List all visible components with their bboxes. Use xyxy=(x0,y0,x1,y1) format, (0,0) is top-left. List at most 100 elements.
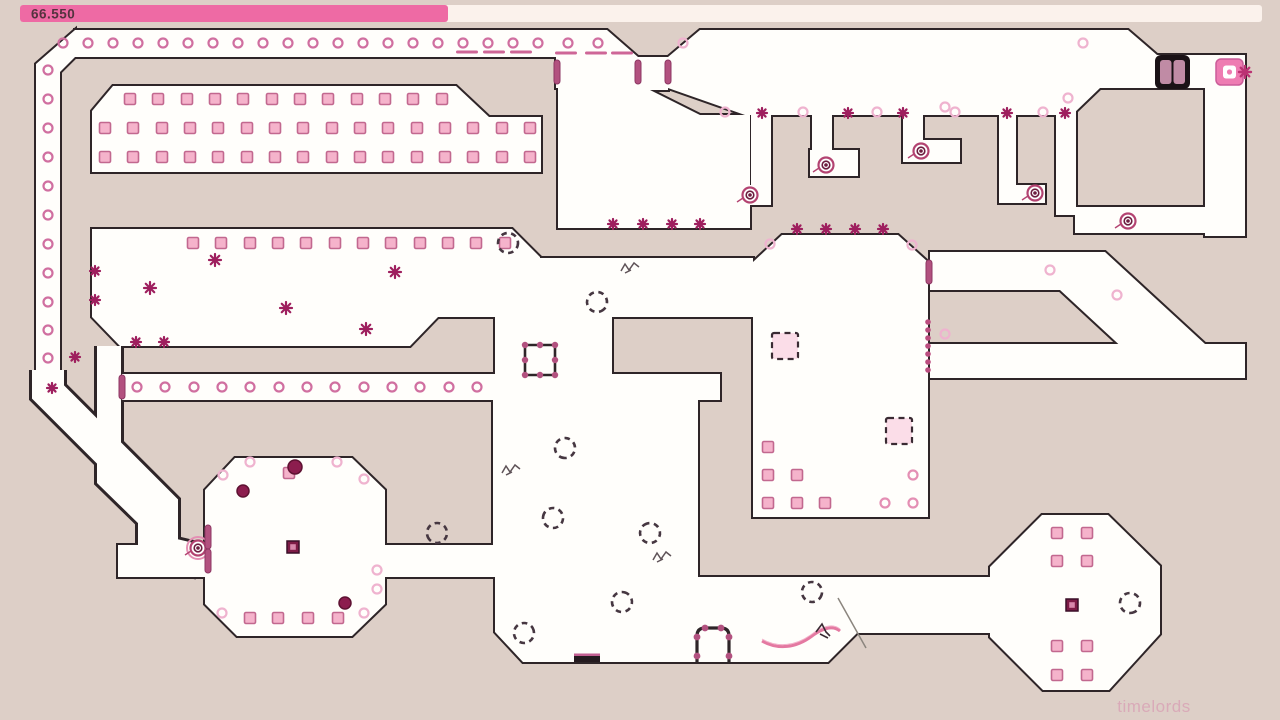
locked-door-dot xyxy=(925,367,931,373)
door-stud xyxy=(693,652,701,660)
door-stud xyxy=(725,652,733,660)
mine-star xyxy=(790,222,804,236)
door-capsule xyxy=(204,524,212,550)
gold-piece xyxy=(268,150,282,164)
door-stud xyxy=(717,624,725,632)
mine-star xyxy=(142,280,158,296)
gold-piece xyxy=(183,150,197,164)
door-stud xyxy=(693,633,701,641)
mine-circle xyxy=(244,456,256,468)
mine-circle xyxy=(1077,37,1089,49)
gold-piece xyxy=(271,236,285,250)
drone-icon xyxy=(512,621,536,645)
mine-circle xyxy=(358,381,370,393)
door-stud xyxy=(536,341,544,349)
debris-line xyxy=(837,597,867,649)
gold-piece xyxy=(123,92,137,106)
ninja-body xyxy=(815,622,831,639)
mine-circle xyxy=(157,37,169,49)
door-capsule xyxy=(634,59,642,85)
gold-piece xyxy=(1080,668,1094,682)
mine-circle xyxy=(562,37,574,49)
mine-star xyxy=(1000,106,1014,120)
gold-piece xyxy=(353,121,367,135)
mine-star xyxy=(819,222,833,236)
mine-circle xyxy=(42,238,54,250)
gold-piece xyxy=(381,150,395,164)
turret-icon xyxy=(184,536,210,560)
gold-piece xyxy=(236,92,250,106)
locked-door-dot xyxy=(925,343,931,349)
mine-circle xyxy=(871,106,883,118)
terrain xyxy=(999,111,1016,203)
gold-piece xyxy=(208,92,222,106)
mine-circle xyxy=(432,37,444,49)
gold-piece xyxy=(301,611,315,625)
mine-circle xyxy=(42,151,54,163)
mine-star xyxy=(636,217,650,231)
mine-circle xyxy=(907,497,919,509)
debris-scribble xyxy=(620,261,640,274)
mine-circle xyxy=(42,209,54,221)
mine-circle xyxy=(471,381,483,393)
mine-circle xyxy=(42,93,54,105)
mine-star xyxy=(896,106,910,120)
mine-circle xyxy=(329,381,341,393)
mine-star xyxy=(1058,106,1072,120)
mine-circle xyxy=(301,381,313,393)
turret-icon xyxy=(1114,212,1137,230)
one-way-platform xyxy=(555,51,577,55)
door-stud xyxy=(521,356,529,364)
door-stud xyxy=(725,633,733,641)
mine-circle xyxy=(764,238,776,250)
gold-piece xyxy=(466,150,480,164)
mine-circle xyxy=(1111,289,1123,301)
mine-circle xyxy=(332,37,344,49)
drone-icon xyxy=(610,590,634,614)
turret-icon xyxy=(736,186,759,204)
terrain xyxy=(92,229,540,346)
drone-icon xyxy=(585,290,609,314)
mine-circle xyxy=(216,607,228,619)
terrain xyxy=(75,30,638,88)
terrain xyxy=(540,258,753,317)
ledge xyxy=(574,655,600,662)
mine-star xyxy=(848,222,862,236)
trap-square xyxy=(770,331,800,361)
door-stud xyxy=(551,341,559,349)
door-capsule xyxy=(553,59,561,85)
door-capsule xyxy=(664,59,672,85)
gold-piece xyxy=(155,150,169,164)
gold-piece xyxy=(1050,554,1064,568)
gold-piece xyxy=(243,611,257,625)
gold-piece xyxy=(378,92,392,106)
mine-star xyxy=(278,300,294,316)
mine-circle xyxy=(331,456,343,468)
mine-circle xyxy=(57,37,69,49)
gold-piece xyxy=(438,121,452,135)
gold-piece xyxy=(523,121,537,135)
gold-piece xyxy=(98,121,112,135)
mine-circle xyxy=(216,381,228,393)
terrain xyxy=(122,374,720,400)
timer-value: 66.550 xyxy=(31,7,75,22)
gold-piece xyxy=(299,236,313,250)
mine-circle xyxy=(217,469,229,481)
door-capsule xyxy=(118,374,126,400)
gold-piece xyxy=(243,236,257,250)
mine-circle xyxy=(507,37,519,49)
level-name: timelords xyxy=(1117,697,1190,716)
mine-circle xyxy=(1062,92,1074,104)
gold-piece xyxy=(1080,526,1094,540)
mine-circle xyxy=(159,381,171,393)
one-way-platform xyxy=(585,51,607,55)
mine-star xyxy=(387,264,403,280)
gold-piece xyxy=(325,121,339,135)
mine-circle xyxy=(257,37,269,49)
gold-piece xyxy=(186,236,200,250)
drone-icon xyxy=(496,231,520,255)
mine-circle xyxy=(879,497,891,509)
mine-circle xyxy=(457,37,469,49)
hud: 66.550 timelords xyxy=(20,5,1262,716)
